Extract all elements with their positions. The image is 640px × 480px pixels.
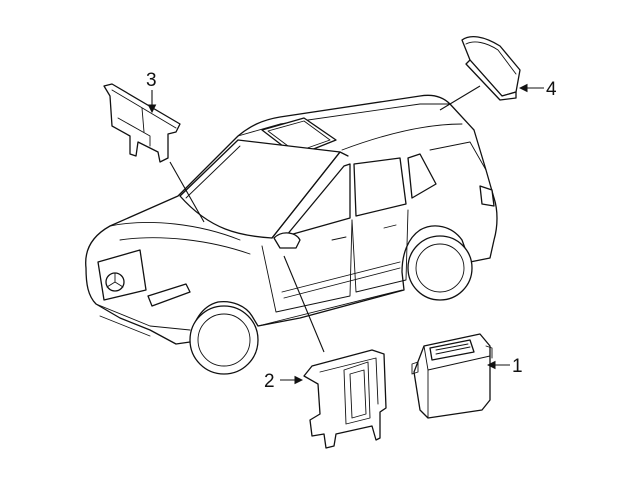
vehicle-illustration: [85, 94, 498, 375]
callout-3-label: 3: [146, 70, 157, 91]
callout-1-label: 1: [512, 356, 523, 377]
control-module-part: [411, 333, 493, 419]
callout-3: 3: [146, 70, 157, 114]
roof-antenna-part: [439, 35, 521, 111]
callout-4-label: 4: [546, 79, 557, 100]
callout-2-label: 2: [264, 371, 275, 392]
callout-4: 4: [518, 79, 557, 100]
callout-2: 2: [264, 371, 304, 392]
mounting-bracket-part: [283, 255, 387, 449]
callout-1: 1: [486, 356, 523, 377]
windshield-sensor-bracket-part: [103, 83, 205, 223]
